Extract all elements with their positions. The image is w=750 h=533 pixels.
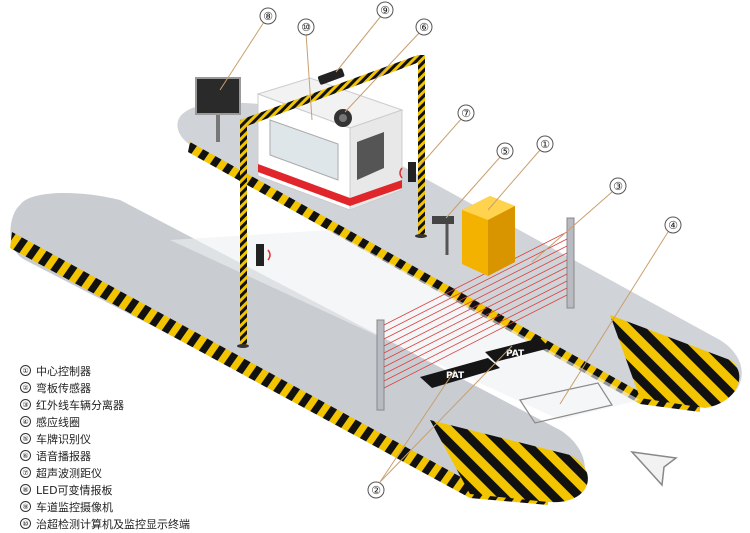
legend-number: ⑤	[20, 433, 31, 444]
legend-label: 语音播报器	[36, 449, 91, 463]
svg-text:⑦: ⑦	[461, 107, 471, 120]
legend-item: ⑧ LED可变情报板	[20, 481, 190, 498]
legend-item: ⑩ 治超检测计算机及监控显示终端	[20, 515, 190, 532]
legend-item: ③ 红外线车辆分离器	[20, 396, 190, 413]
legend-item: ⑤ 车牌识别仪	[20, 430, 190, 447]
legend-label: 治超检测计算机及监控显示终端	[36, 517, 190, 531]
callout-10: ⑩	[297, 18, 315, 36]
callout-4: ④	[664, 216, 682, 234]
legend-item: ⑦ 超声波测距仪	[20, 464, 190, 481]
legend-number: ⑨	[20, 501, 31, 512]
legend-label: 超声波测距仪	[36, 466, 102, 480]
svg-text:⑩: ⑩	[301, 21, 311, 34]
callout-8: ⑧	[259, 7, 277, 25]
legend-item: ① 中心控制器	[20, 362, 190, 379]
front-island	[10, 193, 588, 505]
legend-number: ③	[20, 399, 31, 410]
callout-9: ⑨	[376, 1, 394, 19]
direction-arrow-icon	[630, 450, 678, 487]
legend-label: LED可变情报板	[36, 483, 113, 497]
legend-item: ⑥ 语音播报器	[20, 447, 190, 464]
lane-marking-1: PAT	[446, 371, 465, 381]
monitoring-gantry	[237, 55, 427, 348]
callout-6: ⑥	[415, 18, 433, 36]
svg-text:⑤: ⑤	[500, 145, 510, 158]
legend-number: ⑩	[20, 518, 31, 529]
svg-text:③: ③	[613, 180, 623, 193]
voice-speaker	[334, 109, 352, 127]
bending-plate-sensors: PAT PAT	[420, 338, 550, 388]
svg-text:②: ②	[371, 484, 381, 497]
toll-booth	[256, 77, 404, 211]
lane-camera	[317, 68, 345, 85]
legend-item: ⑨ 车道监控摄像机	[20, 498, 190, 515]
led-message-board	[195, 77, 241, 142]
legend-label: 弯板传感器	[36, 381, 91, 395]
svg-text:①: ①	[540, 138, 550, 151]
svg-text:⑧: ⑧	[263, 10, 273, 23]
callout-1: ①	[536, 135, 554, 153]
legend-number: ②	[20, 382, 31, 393]
lane-surface	[170, 230, 640, 420]
legend-item: ② 弯板传感器	[20, 379, 190, 396]
legend-number: ⑧	[20, 484, 31, 495]
legend-number: ①	[20, 365, 31, 376]
svg-text:④: ④	[668, 219, 678, 232]
legend-item: ④ 感应线圈	[20, 413, 190, 430]
svg-text:⑥: ⑥	[419, 21, 429, 34]
svg-text:⑨: ⑨	[380, 4, 390, 17]
central-controller-cabinet	[462, 196, 515, 276]
legend-number: ④	[20, 416, 31, 427]
legend-label: 感应线圈	[36, 415, 80, 429]
legend-number: ⑥	[20, 450, 31, 461]
lane-marking-2: PAT	[506, 349, 525, 359]
plate-recognition-device	[432, 216, 454, 255]
legend-label: 车道监控摄像机	[36, 500, 113, 514]
legend-number: ⑦	[20, 467, 31, 478]
callout-lines	[219, 15, 669, 483]
inductive-loop	[519, 382, 613, 424]
callout-2: ②	[367, 481, 385, 499]
legend-label: 中心控制器	[36, 364, 91, 378]
ultrasonic-sensor	[256, 162, 416, 266]
legend-label: 红外线车辆分离器	[36, 398, 124, 412]
callout-7: ⑦	[457, 104, 475, 122]
callout-3: ③	[609, 177, 627, 195]
legend-label: 车牌识别仪	[36, 432, 91, 446]
infrared-separator	[376, 217, 575, 411]
legend: ① 中心控制器 ② 弯板传感器 ③ 红外线车辆分离器 ④ 感应线圈 ⑤ 车牌识别仪 ⑥ 语音…	[20, 362, 190, 532]
callout-5: ⑤	[496, 142, 514, 160]
